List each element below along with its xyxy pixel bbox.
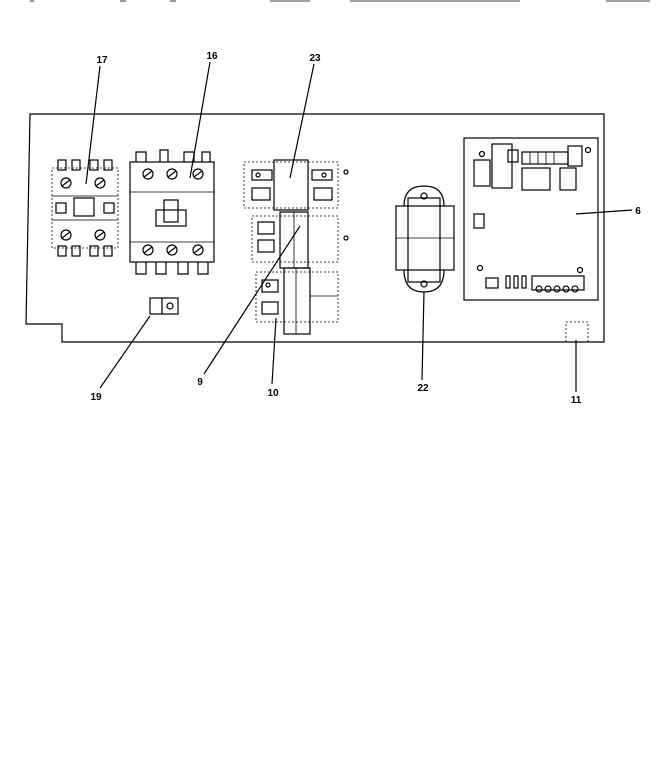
callout-10: 10 xyxy=(267,388,279,399)
callout-9: 9 xyxy=(197,377,203,388)
callout-16: 16 xyxy=(206,51,218,62)
ground-lug-19 xyxy=(149,297,179,315)
terminal-block-11 xyxy=(565,321,589,343)
callout-19: 19 xyxy=(90,392,102,403)
contactor-16 xyxy=(129,149,215,275)
control-panel-board xyxy=(25,113,605,343)
callout-17: 17 xyxy=(96,55,108,66)
leader-lines xyxy=(85,61,633,392)
control-board-6 xyxy=(463,137,599,301)
relay-23 xyxy=(243,159,349,211)
callout-11: 11 xyxy=(571,395,582,406)
callout-23: 23 xyxy=(309,53,321,64)
relay-10 xyxy=(255,267,339,335)
transformer-22 xyxy=(395,185,455,293)
relay-9 xyxy=(251,211,349,269)
callout-22: 22 xyxy=(417,383,429,394)
contactor-17 xyxy=(51,159,119,257)
callout-6: 6 xyxy=(635,206,641,217)
